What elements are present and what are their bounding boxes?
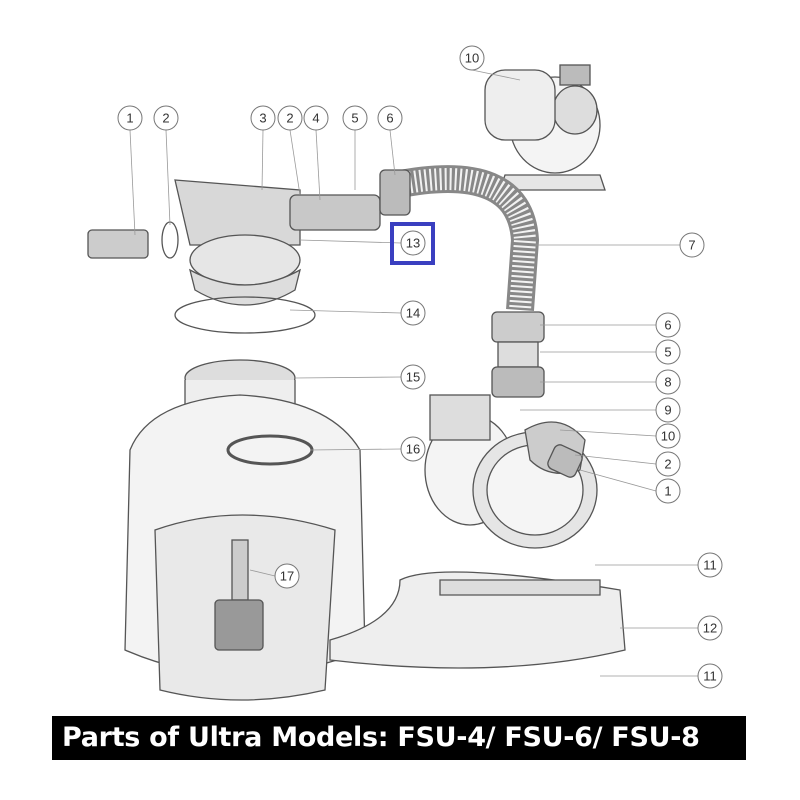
- callout-label: 4: [312, 111, 319, 126]
- callout-label: 11: [703, 669, 717, 684]
- caption: Parts of Ultra Models: FSU-4/ FSU-6/ FSU…: [52, 716, 746, 760]
- callout-circle: [679, 232, 705, 258]
- callout-circle: [655, 369, 681, 395]
- drawing: [87, 64, 626, 701]
- callout-label: 14: [406, 306, 420, 321]
- callout-label: 1: [664, 484, 671, 499]
- callout-circle: [655, 339, 681, 365]
- callout-circle: [655, 397, 681, 423]
- callout-circle: [459, 45, 485, 71]
- tank-drawing: [124, 359, 366, 701]
- callout-circle: [250, 105, 276, 131]
- callout-circle: [153, 105, 179, 131]
- callout-label: 5: [351, 111, 358, 126]
- callout-label: 13: [406, 236, 420, 251]
- leader-line: [129, 129, 136, 236]
- callout-circle: [697, 615, 723, 641]
- leader-line: [471, 69, 521, 81]
- callout-label: 16: [406, 442, 420, 457]
- callout-label: 17: [280, 569, 294, 584]
- leader-line: [289, 309, 402, 314]
- callout-circle: [697, 552, 723, 578]
- pump-drawing: [329, 394, 626, 669]
- leader-line: [165, 129, 171, 226]
- callout-circle: [400, 436, 426, 462]
- callout-label: 2: [286, 111, 293, 126]
- callout-circle: [655, 451, 681, 477]
- leader-line: [574, 454, 657, 465]
- callout-label: 11: [703, 558, 717, 573]
- leader-line: [389, 129, 396, 176]
- callout-label: 9: [664, 403, 671, 418]
- callout-circle: [655, 423, 681, 449]
- callout-circle: [303, 105, 329, 131]
- callout-label: 7: [688, 238, 695, 253]
- callout-label: 6: [386, 111, 393, 126]
- highlight-box: [390, 222, 435, 265]
- leader-line: [294, 376, 402, 379]
- callout-circle: [400, 364, 426, 390]
- callout-circle: [117, 105, 143, 131]
- callout-circle: [377, 105, 403, 131]
- callout-label: 3: [259, 111, 266, 126]
- callout-label: 10: [661, 429, 675, 444]
- leader-line: [299, 239, 402, 244]
- callout-circle: [274, 563, 300, 589]
- leader-line: [261, 129, 264, 191]
- leader-line: [249, 569, 276, 577]
- callout-label: 2: [162, 111, 169, 126]
- callout-circle: [655, 312, 681, 338]
- callout-circle: [400, 300, 426, 326]
- callout-label: 8: [664, 375, 671, 390]
- callout-label: 1: [126, 111, 133, 126]
- leader-line: [559, 429, 657, 437]
- leader-line: [289, 129, 301, 196]
- callout-label: 12: [703, 621, 717, 636]
- leader-line: [309, 448, 402, 451]
- leader-line: [315, 129, 321, 201]
- callout-circle: [655, 478, 681, 504]
- callout-circle: [400, 230, 426, 256]
- callout-label: 2: [664, 457, 671, 472]
- hose-drawing: [379, 165, 545, 398]
- callout-circle: [342, 105, 368, 131]
- callout-label: 10: [465, 51, 479, 66]
- callout-circle: [697, 663, 723, 689]
- callout-circle: [277, 105, 303, 131]
- multiport-valve-drawing: [87, 179, 381, 334]
- callout-label: 15: [406, 370, 420, 385]
- leader-lines: [129, 69, 698, 677]
- callout-label: 5: [664, 345, 671, 360]
- callout-label: 6: [664, 318, 671, 333]
- leader-line: [579, 469, 657, 492]
- spare-pump-drawing: [484, 64, 606, 191]
